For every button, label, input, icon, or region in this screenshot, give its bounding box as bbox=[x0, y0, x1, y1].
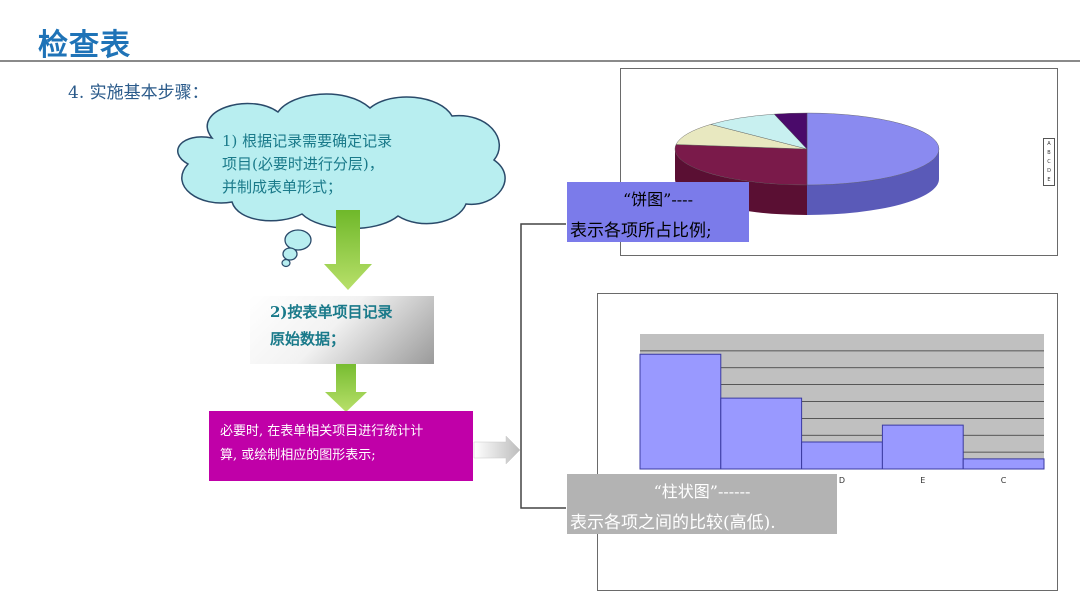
step3-box bbox=[209, 411, 473, 481]
step2-text: 2)按表单项目记录 原始数据； bbox=[270, 299, 430, 353]
down-arrow-2 bbox=[325, 358, 367, 412]
pie-slice-side bbox=[807, 149, 939, 215]
legend-entry: E bbox=[1047, 177, 1051, 183]
bar-d bbox=[801, 441, 883, 470]
bar-a bbox=[639, 353, 722, 470]
x-tick-label: C bbox=[1001, 476, 1007, 485]
legend-entry: D bbox=[1047, 168, 1051, 174]
step1-line: 项目(必要时进行分层)， bbox=[222, 155, 384, 173]
step2-line: 2)按表单项目记录 bbox=[270, 303, 393, 321]
pie-chart-frame bbox=[620, 68, 1058, 256]
bracket-connector bbox=[520, 223, 566, 509]
cloud-bubble-small bbox=[281, 258, 291, 268]
cloud-bubble-large bbox=[284, 229, 312, 251]
pie-slice-b bbox=[674, 144, 808, 186]
bar-e bbox=[881, 424, 964, 470]
legend-entry: C bbox=[1047, 159, 1051, 165]
step1-line: 1) 根据记录需要确定记录 bbox=[222, 132, 393, 150]
title-divider bbox=[0, 60, 1080, 62]
step3-text: 必要时, 在表单相关项目进行统计计 算, 或绘制相应的图形表示; bbox=[220, 420, 470, 468]
pie-slice-a bbox=[806, 112, 940, 186]
step2-line: 原始数据； bbox=[270, 330, 346, 348]
legend-entry: A bbox=[1047, 141, 1051, 147]
bar-c bbox=[962, 458, 1045, 470]
bar-label-title: “柱状图”------ bbox=[653, 482, 751, 501]
step3-line: 算, 或绘制相应的图形表示; bbox=[220, 448, 376, 463]
bar-label-desc: 表示各项之间的比较(高低). bbox=[570, 513, 776, 533]
pie-slice-c bbox=[675, 124, 808, 150]
bar-b bbox=[720, 397, 803, 470]
cloud-bubble-medium bbox=[282, 247, 298, 261]
step2-box bbox=[250, 296, 434, 364]
step3-line: 必要时, 在表单相关项目进行统计计 bbox=[220, 424, 424, 439]
pie-label-title: “饼图”---- bbox=[623, 190, 693, 209]
page-title: 检查表 bbox=[38, 28, 131, 63]
pie-label-box bbox=[567, 182, 749, 242]
step1-line: 并制成表单形式； bbox=[222, 178, 343, 196]
pie-slice-e bbox=[773, 112, 808, 150]
x-tick-label: D bbox=[839, 476, 845, 485]
step1-cloud bbox=[177, 93, 506, 268]
down-arrow-1 bbox=[324, 210, 372, 290]
steps-heading: 4. 实施基本步骤： bbox=[68, 83, 209, 103]
pie-label-desc: 表示各项所占比例; bbox=[570, 221, 712, 241]
legend-entry: B bbox=[1047, 150, 1051, 156]
step1-text: 1) 根据记录需要确定记录 项目(必要时进行分层)， 并制成表单形式； bbox=[222, 130, 442, 199]
connector-arrow bbox=[473, 435, 521, 465]
pie-legend: A B C D E bbox=[1043, 138, 1055, 186]
x-tick-label: E bbox=[920, 476, 925, 485]
bar-label-box bbox=[567, 474, 837, 534]
